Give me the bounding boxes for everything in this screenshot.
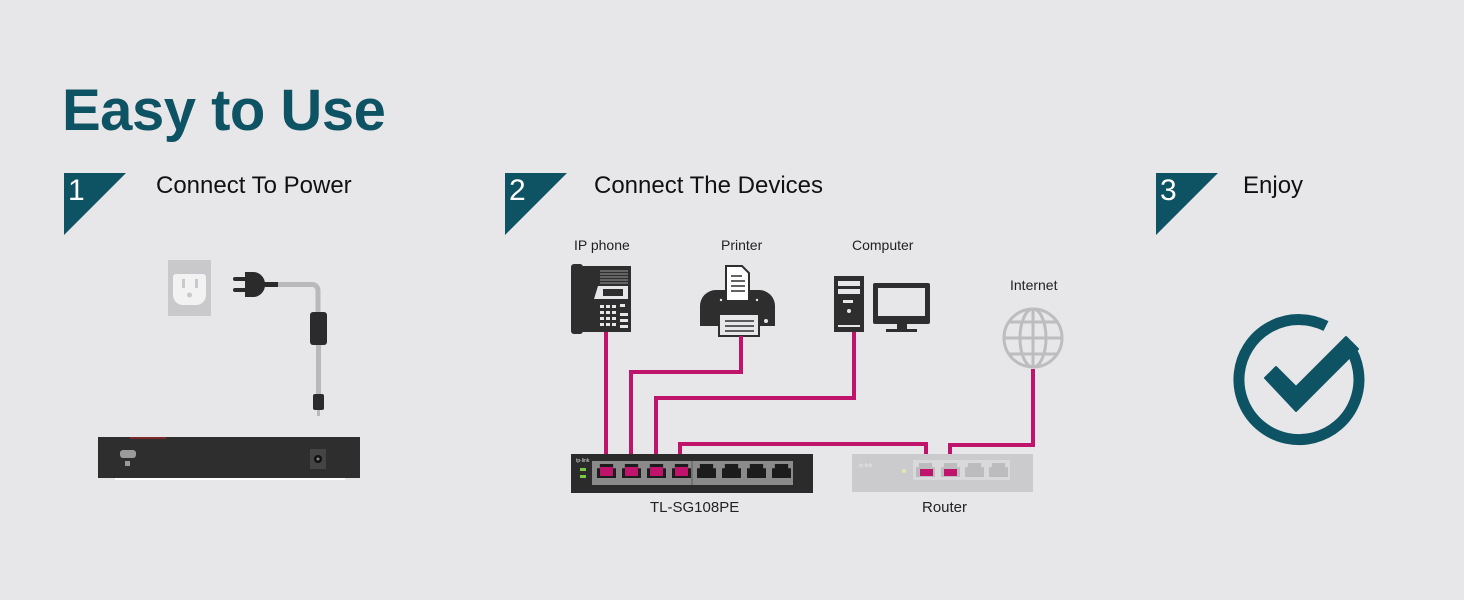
ethernet-port [771, 464, 791, 478]
power-plug-icon [233, 272, 278, 297]
switch-rear-panel [98, 437, 360, 480]
ethernet-port [964, 463, 984, 477]
step-1-number: 1 [68, 174, 85, 207]
step-3-badge: 3 [1156, 173, 1218, 235]
switch-label: TL-SG108PE [650, 499, 740, 516]
ethernet-port [988, 463, 1008, 477]
router-label: Router [922, 499, 968, 516]
step-2-badge: 2 [505, 173, 567, 235]
ip-phone-icon [571, 264, 631, 334]
dc-power-jack-icon [310, 449, 326, 469]
router-device: tp-link [852, 454, 1033, 492]
ip-phone-label: IP phone [574, 237, 630, 253]
page-title: Easy to Use [62, 78, 386, 143]
switch-brand-logo: tp-link [576, 458, 590, 464]
computer-icon [834, 276, 864, 332]
ethernet-cables [604, 332, 1035, 470]
step-1-title: Connect To Power [156, 172, 352, 199]
router-brand-logo: tp-link [859, 463, 873, 469]
step-3-number: 3 [1160, 174, 1177, 207]
led-indicator [580, 475, 586, 478]
printer-label: Printer [721, 237, 763, 253]
rj45-connector [944, 469, 957, 476]
computer-label: Computer [852, 237, 914, 253]
step-badge-triangle [1156, 173, 1218, 235]
ethernet-port [721, 464, 741, 478]
cable-computer [654, 332, 856, 468]
switch-front-panel: tp-link [571, 454, 813, 493]
led-indicator [580, 468, 586, 471]
rj45-connector [650, 467, 663, 476]
rj45-connector [600, 467, 613, 476]
router-led [902, 469, 906, 473]
step-2-number: 2 [509, 174, 526, 207]
step-1-badge: 1 [64, 173, 126, 235]
rj45-connector [675, 467, 688, 476]
power-cable-icon [278, 282, 327, 416]
monitor-icon [873, 283, 930, 332]
rj45-connector [920, 469, 933, 476]
step-badge-triangle [505, 173, 567, 235]
step-2-title: Connect The Devices [594, 172, 824, 199]
kensington-slot-icon [120, 450, 136, 458]
rj45-connector [625, 467, 638, 476]
internet-globe-icon [1002, 307, 1064, 369]
step-3-title: Enjoy [1243, 172, 1304, 199]
ethernet-port [746, 464, 766, 478]
ethernet-port [696, 464, 716, 478]
step-badge-triangle [64, 173, 126, 235]
checkmark-circle-icon [1233, 314, 1365, 446]
printer-icon [700, 265, 775, 337]
internet-label: Internet [1010, 277, 1058, 293]
lock-icon [125, 461, 130, 466]
wall-outlet-icon [168, 260, 211, 316]
cable-printer [629, 336, 743, 468]
